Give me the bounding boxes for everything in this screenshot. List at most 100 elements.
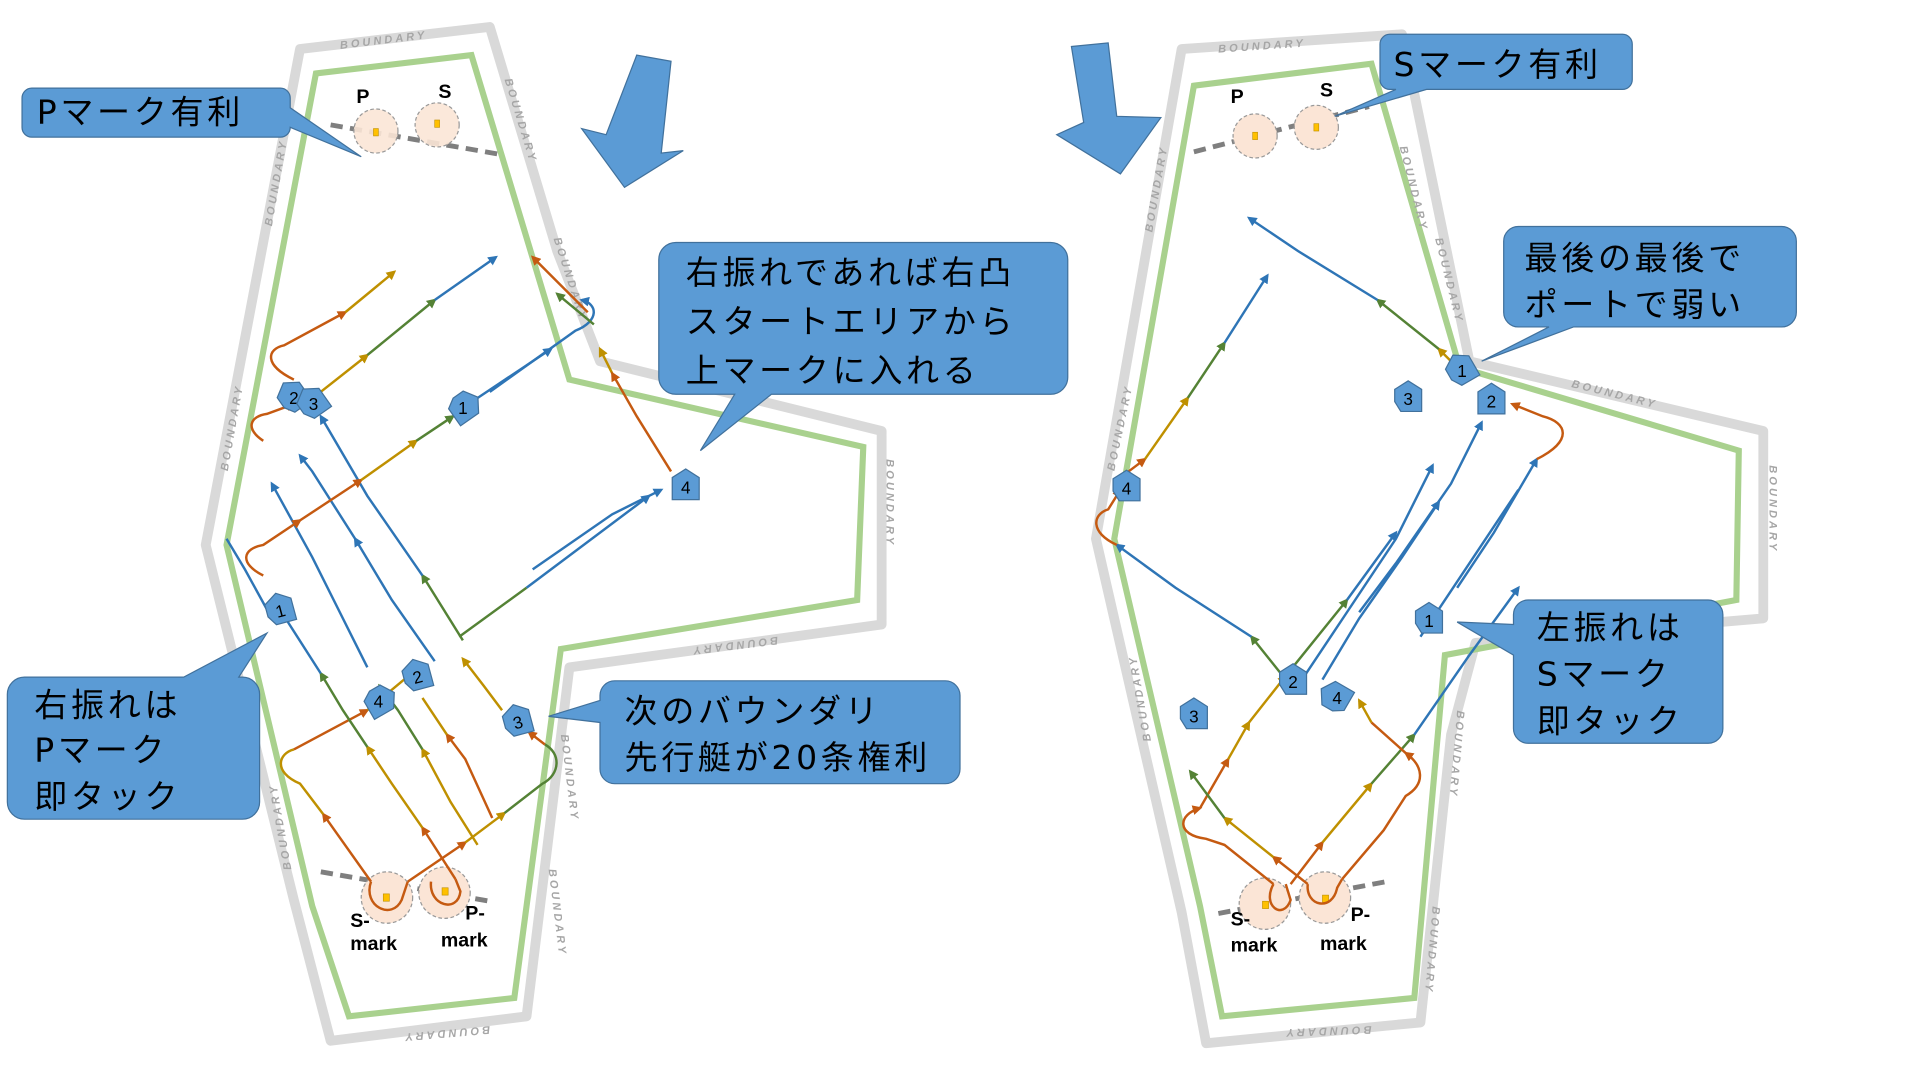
callout-text: 最後の最後で: [1525, 238, 1745, 277]
boat-3: 3: [296, 387, 333, 420]
boat-4: 4: [671, 468, 700, 501]
callout-text: 上マークに入れる: [686, 351, 980, 390]
callout-text: Pマーク有利: [37, 93, 244, 132]
callout-text: 右振れは: [34, 685, 181, 724]
track-green: [503, 743, 558, 815]
track-orange: [429, 878, 462, 906]
boundary-label: BOUNDARY: [263, 138, 290, 227]
track-gold: [1321, 781, 1374, 844]
track-green: [1188, 769, 1226, 819]
track-gold: [360, 439, 419, 482]
boat-number: 2: [1487, 392, 1497, 412]
track-blue: [1358, 420, 1483, 613]
callout-right-shift-start: 右振れであれば右凸 スタートエリアから 上マークに入れる: [658, 241, 1069, 452]
track-gold: [464, 811, 507, 844]
right-tracks: [1095, 216, 1564, 912]
track-orange: [1182, 805, 1275, 886]
callout-text: 即タック: [34, 777, 181, 816]
track-blue: [1413, 585, 1520, 736]
boundary-label: BOUNDARY: [339, 29, 428, 52]
left-boundary-outline: [200, 22, 887, 1046]
callout-boundary-rule: 次のバウンダリ 先行艇が20条権利: [548, 680, 961, 785]
track-orange: [611, 371, 673, 473]
wind-direction-icon: [580, 54, 684, 189]
track-blue: [1456, 457, 1538, 589]
track-gold: [598, 346, 614, 375]
track-blue: [319, 414, 424, 577]
right-inner-line: [1111, 60, 1742, 1020]
boat-number: 1: [458, 398, 468, 418]
track-orange: [1289, 840, 1324, 885]
mark-s-buoy: [1313, 123, 1320, 132]
mark-s-label: S: [438, 81, 451, 103]
track-orange: [407, 841, 468, 883]
track-gold: [344, 270, 397, 314]
track-orange: [1268, 883, 1292, 912]
boat-number: 4: [1332, 688, 1342, 708]
boundary-label: BOUNDARY: [1766, 465, 1778, 553]
mark-p-label: P: [1231, 86, 1244, 108]
p-mark-label-2: mark: [441, 930, 488, 952]
track-orange: [321, 812, 373, 883]
mark-p-label: P: [356, 86, 369, 108]
track-orange: [269, 311, 348, 381]
track-blue: [1296, 463, 1434, 687]
boundary-label: BOUNDARY: [1422, 906, 1442, 995]
track-blue: [270, 481, 369, 668]
boat-number: 3: [1403, 389, 1413, 409]
boundary-label: BOUNDARY: [558, 734, 581, 823]
callout-s-mark-favored: Sマーク有利: [1334, 33, 1633, 117]
p-mark-label-2: mark: [1320, 933, 1367, 955]
right-course: BOUNDARY BOUNDARY BOUNDARY BOUNDARY BOUN…: [1055, 29, 1797, 1049]
boat-number: 4: [1122, 479, 1132, 499]
boundary-label: BOUNDARY: [546, 868, 569, 957]
callout-left-shift-tack: 左振れは Sマーク 即タック: [1456, 599, 1724, 744]
wind-direction-icon: [1055, 42, 1162, 175]
track-blue: [489, 296, 595, 393]
p-mark-label-1: P-: [1351, 904, 1371, 926]
boat-number: 2: [289, 388, 299, 408]
s-mark-label-1: S-: [350, 910, 370, 932]
track-orange: [1306, 878, 1344, 905]
left-course: BOUNDARY BOUNDARY BOUNDARY BOUNDARY BOUN…: [6, 22, 1069, 1046]
callout-text: ポートで弱い: [1525, 285, 1745, 324]
track-orange: [293, 709, 370, 751]
track-orange: [1271, 855, 1309, 886]
boat-3: 3: [1394, 380, 1423, 413]
track-green: [1284, 598, 1349, 677]
mark-p-buoy: [1252, 131, 1258, 140]
boundary-label: BOUNDARY: [884, 459, 896, 547]
track-gold: [320, 353, 370, 393]
track-orange: [1509, 402, 1564, 461]
mark-s-label: S: [1320, 80, 1333, 102]
track-orange: [1370, 721, 1407, 754]
track-blue: [225, 538, 273, 619]
track-gold: [1143, 395, 1190, 460]
track-orange: [299, 478, 364, 522]
track-blue: [1246, 216, 1379, 302]
track-blue: [298, 453, 357, 540]
track-green: [366, 298, 437, 357]
boat-number: 3: [309, 394, 319, 414]
boundary-label: BOUNDARY: [690, 634, 779, 657]
callout-text: 次のバウンダリ: [624, 691, 881, 730]
boat-2: 2: [1477, 382, 1506, 415]
boundary-label: BOUNDARY: [502, 77, 539, 165]
track-green: [458, 586, 528, 638]
boat-4: 4: [1112, 469, 1141, 502]
s-mark-buoy: [382, 893, 390, 902]
track-orange: [527, 730, 546, 746]
callout-text: 右振れであれば右凸: [686, 253, 1015, 292]
right-boundary-outline: [1091, 29, 1769, 1049]
track-orange: [445, 732, 494, 819]
track-green: [421, 573, 464, 642]
track-blue: [1223, 273, 1269, 344]
track-green: [1375, 298, 1440, 350]
track-blue: [353, 536, 436, 662]
callout-text: Sマーク有利: [1393, 45, 1601, 84]
callout-p-mark-favored: Pマーク有利: [21, 87, 362, 158]
mark-p-buoy: [373, 128, 379, 137]
track-gold: [279, 748, 325, 816]
p-mark-buoy: [441, 887, 449, 896]
